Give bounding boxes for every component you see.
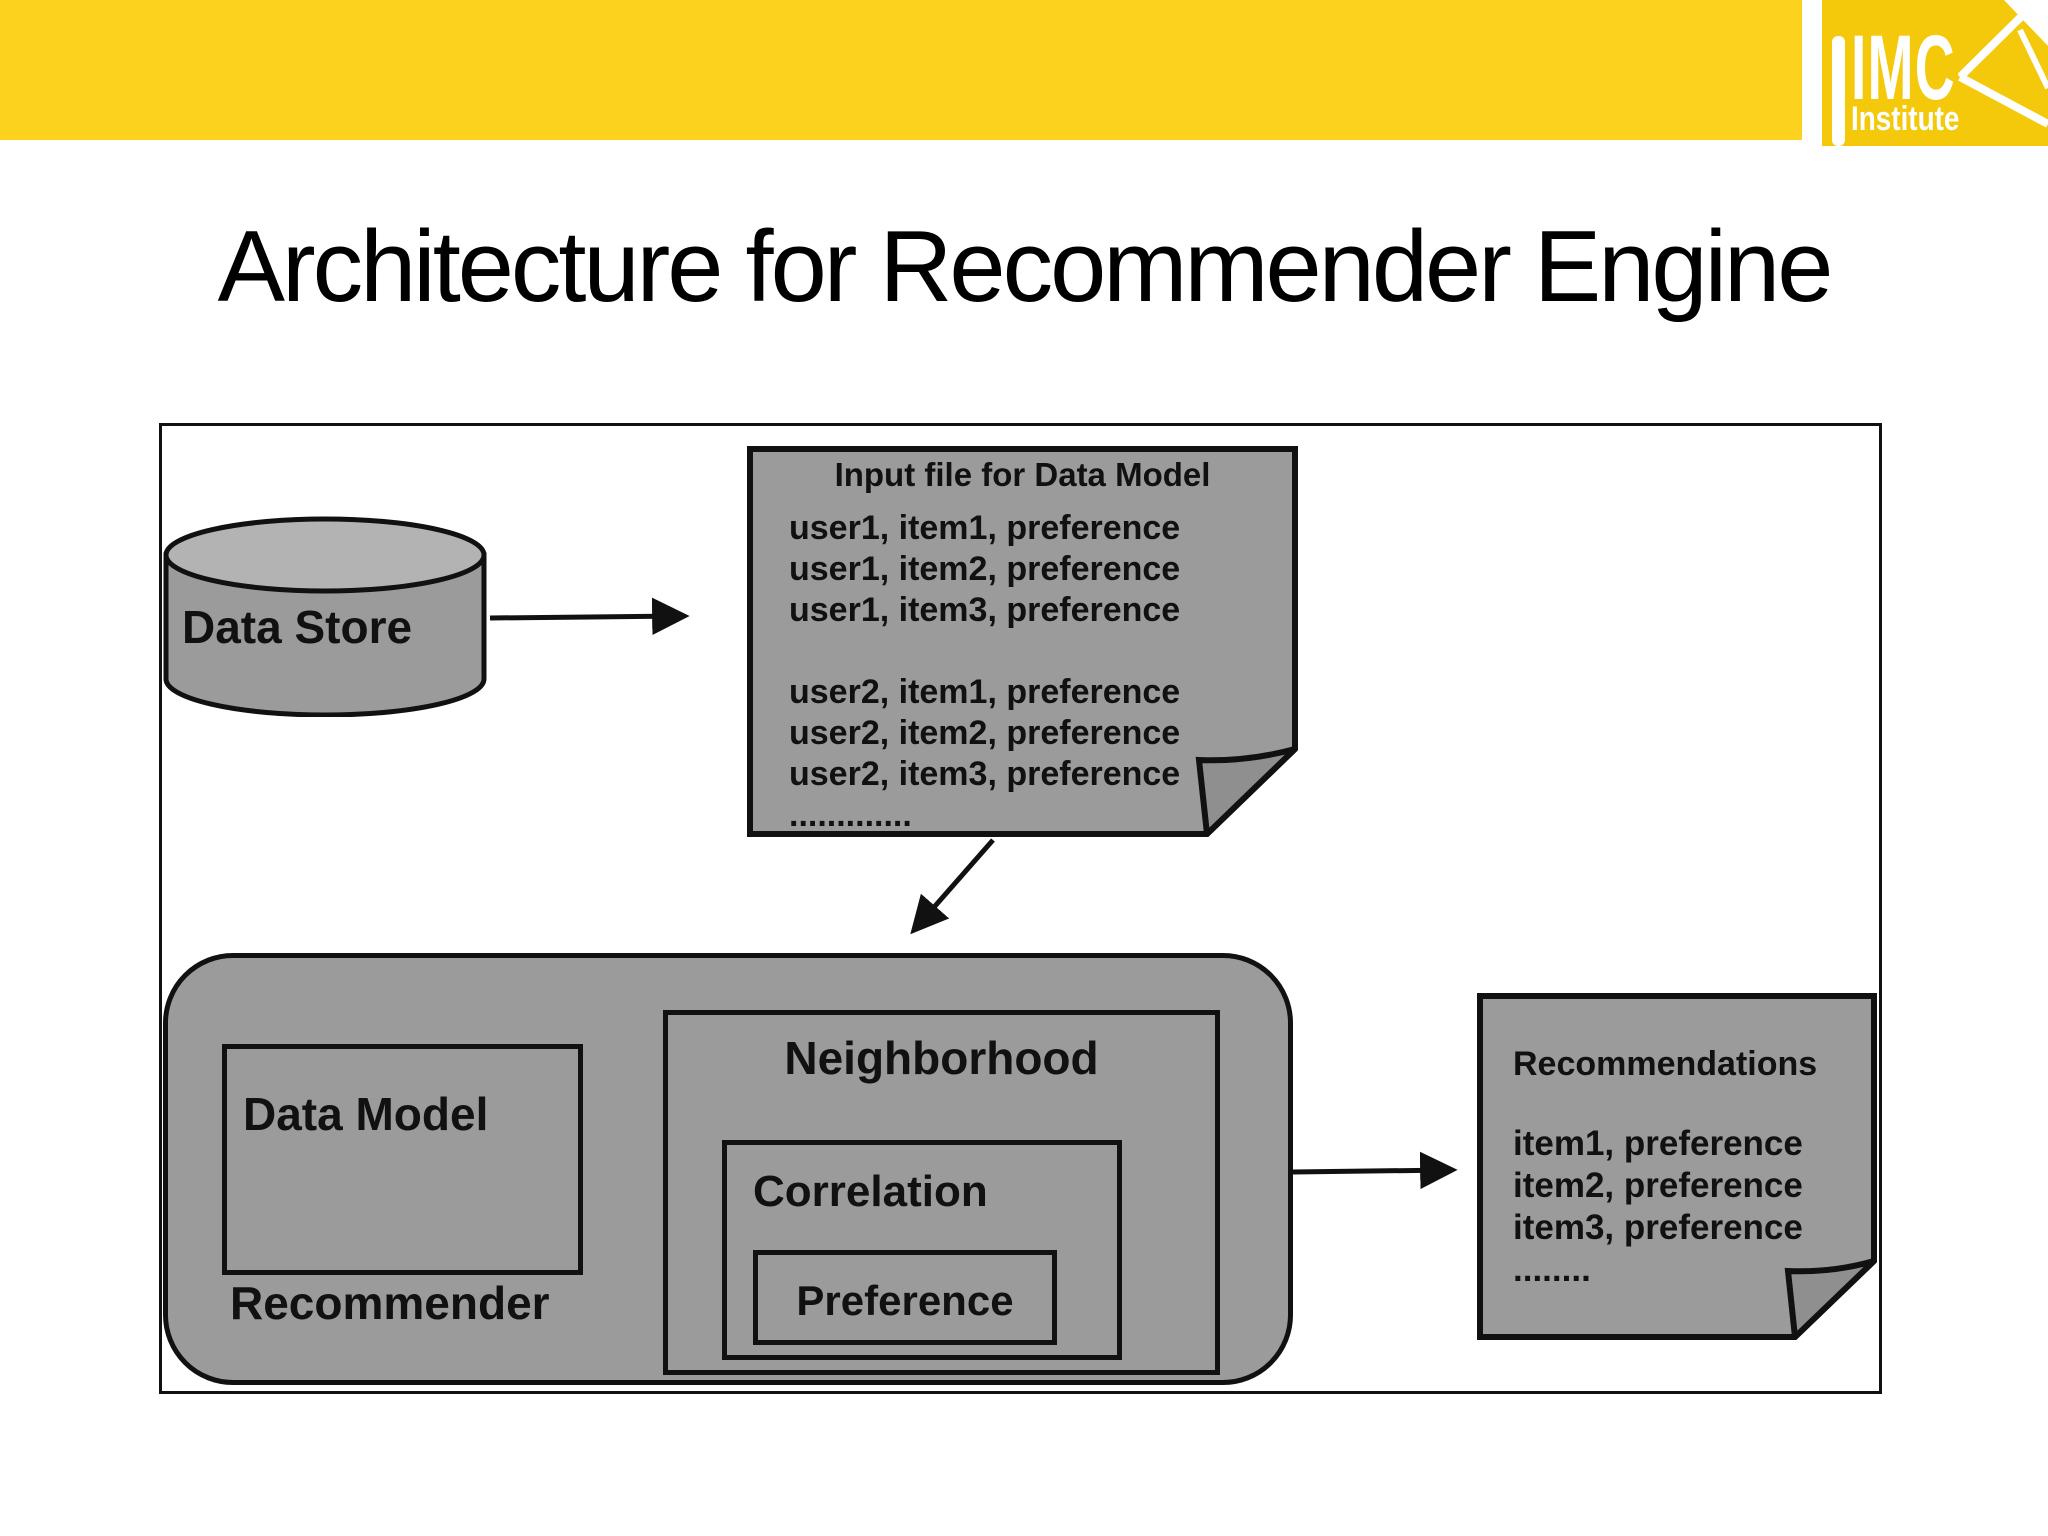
file-line-ellipsis: ............. bbox=[789, 796, 912, 834]
logo-bar-icon bbox=[1832, 36, 1845, 146]
file-line: user1, item1, preference bbox=[789, 509, 1181, 547]
input-file-lines: user1, item1, preference user1, item2, p… bbox=[789, 508, 1278, 836]
file-line: user1, item2, preference bbox=[789, 550, 1181, 588]
preference-box: Preference bbox=[753, 1250, 1057, 1345]
document-shape bbox=[1477, 993, 1877, 1340]
correlation-box: Correlation Preference bbox=[722, 1140, 1122, 1360]
neighborhood-label: Neighborhood bbox=[784, 1032, 1099, 1084]
correlation-label: Correlation bbox=[753, 1167, 988, 1216]
document-shape bbox=[747, 446, 1298, 837]
logo-subtitle-text: Institute bbox=[1851, 100, 1960, 138]
data-store-cylinder bbox=[162, 515, 488, 718]
recommendations-lines: item1, preference item2, preference item… bbox=[1513, 1123, 1867, 1291]
recommender-container: Data Model Recommender Neighborhood Corr… bbox=[163, 953, 1293, 1385]
data-store-label: Data Store bbox=[182, 601, 413, 653]
banner-divider bbox=[1802, 0, 1822, 140]
file-line-spacer bbox=[789, 631, 1278, 672]
data-model-label: Data Model bbox=[243, 1088, 489, 1140]
diamond-chevron-icon bbox=[1958, 0, 2048, 128]
neighborhood-box: Neighborhood Correlation Preference bbox=[663, 1010, 1220, 1375]
recommender-label: Recommender bbox=[230, 1277, 550, 1329]
recommendations-title: Recommendations bbox=[1513, 1045, 1818, 1083]
preference-label: Preference bbox=[796, 1277, 1014, 1324]
file-line: user2, item1, preference bbox=[789, 673, 1181, 711]
input-file-title: Input file for Data Model bbox=[834, 456, 1211, 493]
recommendation-line: item1, preference bbox=[1513, 1124, 1803, 1163]
recommendations-document: Recommendations item1, preference item2,… bbox=[1477, 993, 1877, 1340]
file-line: user1, item3, preference bbox=[789, 591, 1181, 629]
data-model-box: Data Model bbox=[222, 1044, 583, 1275]
imc-institute-logo: IMC Institute bbox=[1822, 0, 2048, 146]
input-file-document: Input file for Data Model user1, item1, … bbox=[747, 446, 1298, 837]
page-title: Architecture for Recommender Engine bbox=[217, 211, 1834, 323]
recommendation-line: item3, preference bbox=[1513, 1208, 1803, 1247]
recommendation-line: item2, preference bbox=[1513, 1166, 1803, 1205]
file-line: user2, item2, preference bbox=[789, 714, 1181, 752]
logo-brand-text: IMC bbox=[1851, 17, 1956, 119]
recommendation-line-ellipsis: ........ bbox=[1513, 1250, 1591, 1289]
cylinder-shape bbox=[163, 516, 487, 718]
file-line: user2, item3, preference bbox=[789, 755, 1181, 793]
header-banner bbox=[0, 0, 2048, 140]
